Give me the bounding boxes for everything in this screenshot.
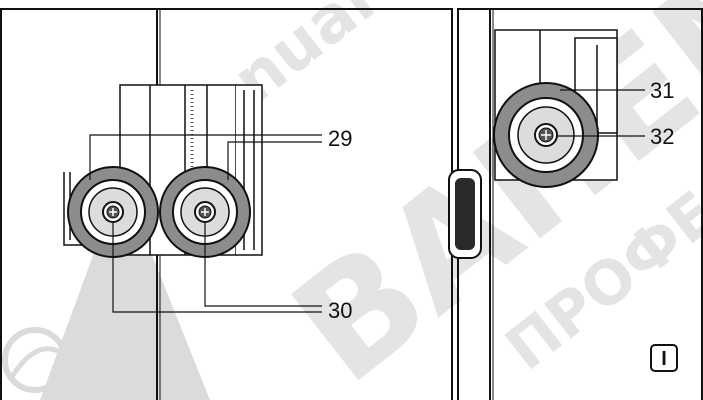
panel-id-label: I: [661, 348, 667, 370]
roller-wheel-left: [67, 166, 159, 258]
right-panel: 31 32 I: [448, 8, 703, 400]
cross-screw-icon: [194, 201, 216, 223]
cross-screw-icon: [102, 201, 124, 223]
callout-30: 30: [328, 298, 352, 323]
left-panel: 29 30: [0, 8, 453, 400]
callout-32: 32: [650, 124, 674, 149]
glass-handle-knob: [448, 169, 482, 259]
callout-29: 29: [328, 126, 352, 151]
leader-30: [112, 222, 322, 313]
roller-wheel-side: [493, 82, 599, 188]
watermark-logo: [2, 240, 210, 400]
panel-id-badge: I: [650, 344, 678, 372]
roller-wheel-right: [159, 166, 251, 258]
cross-screw-icon: [534, 123, 558, 147]
callout-31: 31: [650, 78, 674, 103]
leader-29: [89, 134, 322, 180]
